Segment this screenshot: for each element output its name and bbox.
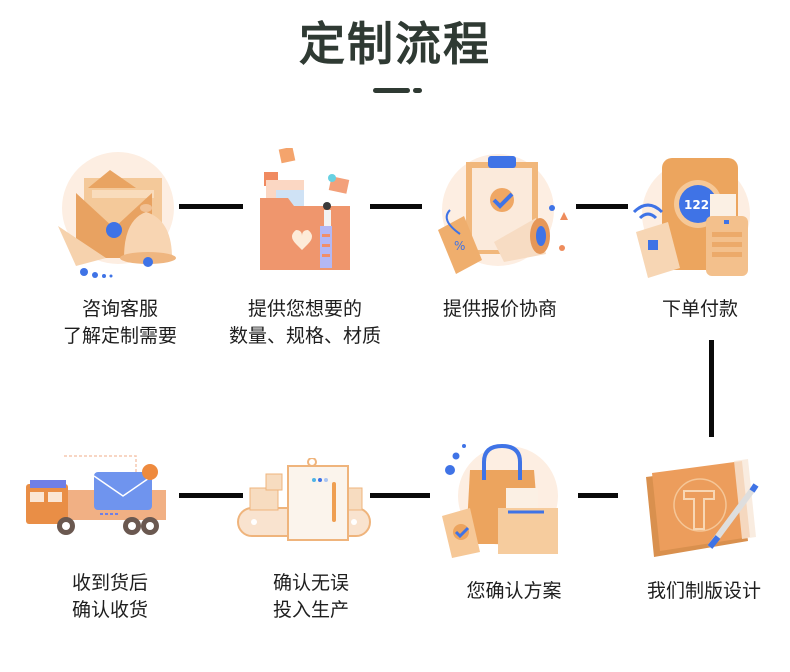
delivery-truck-icon <box>24 448 174 542</box>
page-title: 定制流程 <box>299 17 491 71</box>
folder-documents-icon <box>250 146 370 277</box>
step-4-label: 下单付款 <box>661 298 738 320</box>
step-5-label: 我们制版设计 <box>646 580 761 602</box>
envelope-bell-icon <box>48 148 178 282</box>
connector-7-8 <box>179 493 243 498</box>
step-3-label: 提供报价协商 <box>442 298 557 320</box>
connector-5-6 <box>578 493 618 498</box>
connector-3-4 <box>576 204 628 209</box>
step-2-label: 提供您想要的 数量、规格、材质 <box>228 298 381 347</box>
connector-2-3 <box>370 204 422 209</box>
step-6-label: 您确认方案 <box>466 580 562 602</box>
svg-text:1221: 1221 <box>684 198 717 212</box>
production-line-icon <box>232 457 377 552</box>
connector-6-7 <box>370 493 430 498</box>
step-8-label: 收到货后 确认收货 <box>71 572 148 621</box>
connector-4-5 <box>709 340 714 437</box>
title-underline <box>373 88 410 93</box>
title-underline-dot <box>413 88 422 93</box>
shopping-bag-confirm-icon <box>436 440 566 564</box>
blueprint-design-icon <box>638 455 768 564</box>
connector-1-2 <box>179 204 243 209</box>
step-7-label: 确认无误 投入生产 <box>272 572 349 621</box>
payment-terminal-icon: 1221 <box>630 158 760 282</box>
clipboard-megaphone-icon: % <box>428 150 568 279</box>
svg-text:%: % <box>454 239 465 253</box>
step-1-label: 咨询客服 了解定制需要 <box>62 298 177 347</box>
